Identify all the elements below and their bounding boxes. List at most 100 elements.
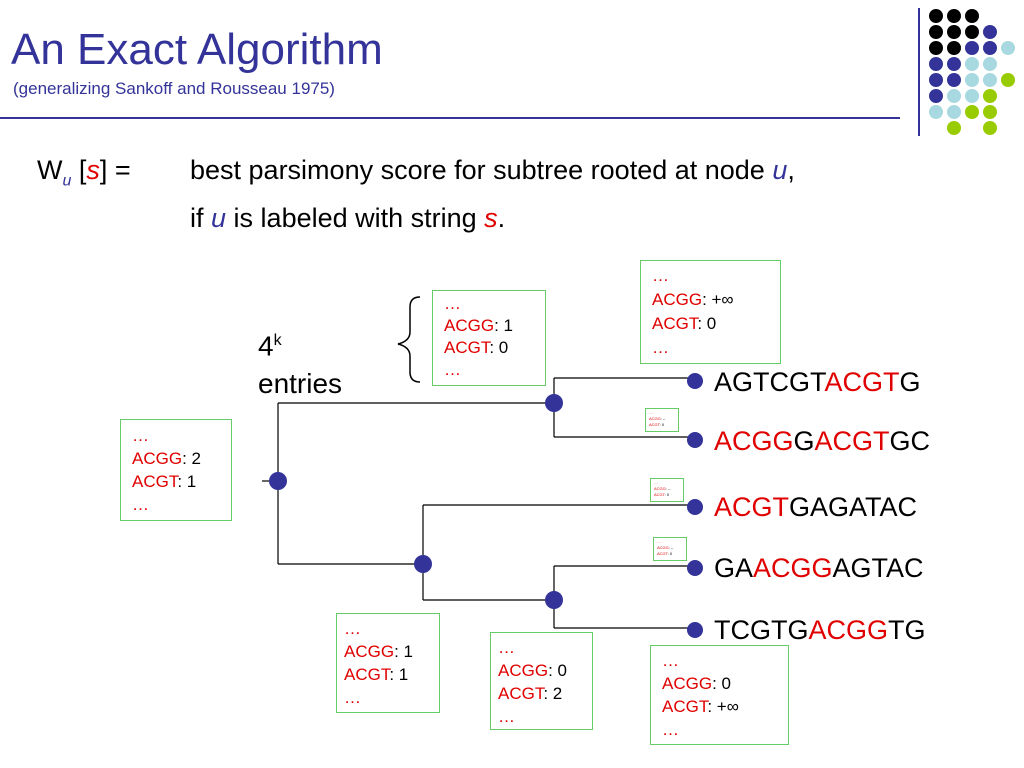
- seq-part: TCGTG: [714, 615, 809, 645]
- leaf-node-5: [687, 622, 703, 638]
- table-ellipsis-bottom: …: [344, 688, 361, 707]
- table-key: ACGT: [132, 472, 178, 491]
- table-value: : 0: [548, 661, 567, 680]
- score-table-top-node: … ACGG: 1 ACGT: 0 …: [432, 290, 546, 386]
- table-ellipsis-bottom: …: [498, 707, 515, 726]
- def-line1-end: ,: [787, 155, 795, 185]
- leaf-sequence-4: GAACGGAGTAC: [714, 552, 924, 584]
- seq-part: GA: [714, 553, 754, 583]
- table-key: ACGT: [344, 665, 390, 684]
- table-value: : 1: [394, 642, 413, 661]
- table-row-acgg: ACGG: 2: [132, 447, 231, 470]
- table-ellipsis-top: …: [649, 410, 653, 415]
- table-key: ACGG: [344, 642, 395, 661]
- table-key: ACGT: [657, 551, 668, 556]
- seq-highlight: ACGT: [814, 426, 890, 456]
- table-row-acgg: ACGG: 1: [444, 315, 545, 337]
- table-key: ACGT: [652, 314, 698, 333]
- seq-part: GAGATAC: [789, 492, 918, 522]
- table-ellipsis-top: …: [654, 480, 658, 485]
- table-row-acgt: ACGT: +∞: [662, 695, 788, 718]
- table-value: : 0: [659, 422, 665, 427]
- leaf-sequence-1: AGTCGTACGTG: [714, 366, 921, 398]
- table-value: : 1: [389, 665, 409, 684]
- lhs-s: s: [86, 155, 100, 185]
- seq-highlight: ACGG: [808, 615, 889, 645]
- def-line2-mid: is labeled with string: [226, 203, 485, 233]
- table-key: ACGG: [652, 290, 703, 309]
- seq-part: G: [899, 367, 921, 397]
- lhs-open: [: [71, 155, 87, 185]
- table-value: : 2: [182, 449, 201, 468]
- leaf-node-1: [687, 373, 703, 389]
- def-line1-var: u: [772, 155, 788, 185]
- score-table-leaf-2-mini: … ACGG: – ACGT: 0: [645, 408, 679, 432]
- entries-word: entries: [258, 368, 343, 400]
- def-line2-pre: if: [190, 203, 212, 233]
- decorative-dot-grid: [929, 9, 1015, 135]
- table-row-acgg: ACGG: –: [657, 545, 686, 551]
- table-ellipsis-top: …: [662, 651, 679, 670]
- table-value: : +∞: [707, 697, 739, 716]
- tree-nodes: [269, 373, 703, 638]
- seq-part: GC: [889, 426, 931, 456]
- score-table-leaf-5: … ACGG: 0 ACGT: +∞ …: [650, 645, 789, 745]
- seq-highlight: ACGT: [714, 492, 790, 522]
- def-line2-s: s: [484, 203, 498, 233]
- score-table-bottom-node: … ACGG: 0 ACGT: 2 …: [490, 632, 593, 730]
- table-key: ACGG: [662, 674, 713, 693]
- table-value: : –: [668, 545, 674, 550]
- table-ellipsis-bottom: …: [132, 495, 149, 514]
- root-node: [269, 472, 287, 490]
- table-row-acgg: ACGG: –: [649, 416, 678, 422]
- table-ellipsis-top: …: [657, 539, 661, 544]
- table-ellipsis-top: …: [444, 294, 461, 313]
- internal-node-top: [545, 394, 563, 412]
- table-key: ACGT: [662, 697, 708, 716]
- table-value: : 2: [543, 684, 563, 703]
- score-table-leaf-3-mini: … ACGG: – ACGT: 0: [650, 478, 684, 502]
- score-table-leaf-4-mini: … ACGG: – ACGT: 0: [653, 537, 687, 561]
- table-ellipsis-top: …: [132, 426, 149, 445]
- table-value: : –: [660, 416, 666, 421]
- table-row-acgt: ACGT: 0: [657, 551, 686, 557]
- entries-exponent: k: [273, 332, 282, 349]
- table-value: : +∞: [702, 290, 734, 309]
- seq-part: AGTCGT: [714, 367, 825, 397]
- table-row-acgt: ACGT: 0: [652, 312, 780, 336]
- leaf-node-2: [687, 432, 703, 448]
- seq-highlight: ACGG: [714, 426, 794, 456]
- leaf-node-4: [687, 560, 703, 576]
- table-key: ACGG: [657, 545, 669, 550]
- table-key: ACGG: [132, 449, 183, 468]
- table-row-acgg: ACGG: 0: [662, 672, 788, 695]
- table-value: : 0: [664, 492, 670, 497]
- slide-subtitle: (generalizing Sankoff and Rousseau 1975): [13, 79, 335, 98]
- table-row-acgg: ACGG: +∞: [652, 288, 780, 312]
- seq-part: AGTAC: [832, 553, 924, 583]
- seq-part: G: [793, 426, 815, 456]
- lhs-u: u: [62, 172, 72, 190]
- table-row-acgt: ACGT: 0: [654, 492, 683, 498]
- score-table-leaf-1: … ACGG: +∞ ACGT: 0 …: [640, 260, 781, 364]
- table-value: : 0: [667, 551, 673, 556]
- internal-node-bottom: [545, 591, 563, 609]
- table-ellipsis-top: …: [498, 638, 515, 657]
- definition-line-2: if u is labeled with string s.: [190, 203, 505, 234]
- table-row-acgt: ACGT: 2: [498, 682, 592, 705]
- table-row-acgt: ACGT: 0: [444, 337, 545, 359]
- table-key: ACGT: [498, 684, 544, 703]
- leaf-node-3: [687, 499, 703, 515]
- seq-highlight: ACGG: [753, 553, 833, 583]
- leaf-sequence-5: TCGTGACGGTG: [714, 614, 926, 646]
- table-value: : 0: [712, 674, 731, 693]
- table-row-acgt: ACGT: 1: [132, 470, 231, 493]
- def-line2-end: .: [497, 203, 506, 233]
- table-row-acgg: ACGG: 0: [498, 659, 592, 682]
- seq-part: TG: [888, 615, 926, 645]
- table-key: ACGG: [654, 486, 666, 491]
- score-table-root: … ACGG: 2 ACGT: 1 …: [120, 419, 232, 521]
- table-value: : –: [665, 486, 671, 491]
